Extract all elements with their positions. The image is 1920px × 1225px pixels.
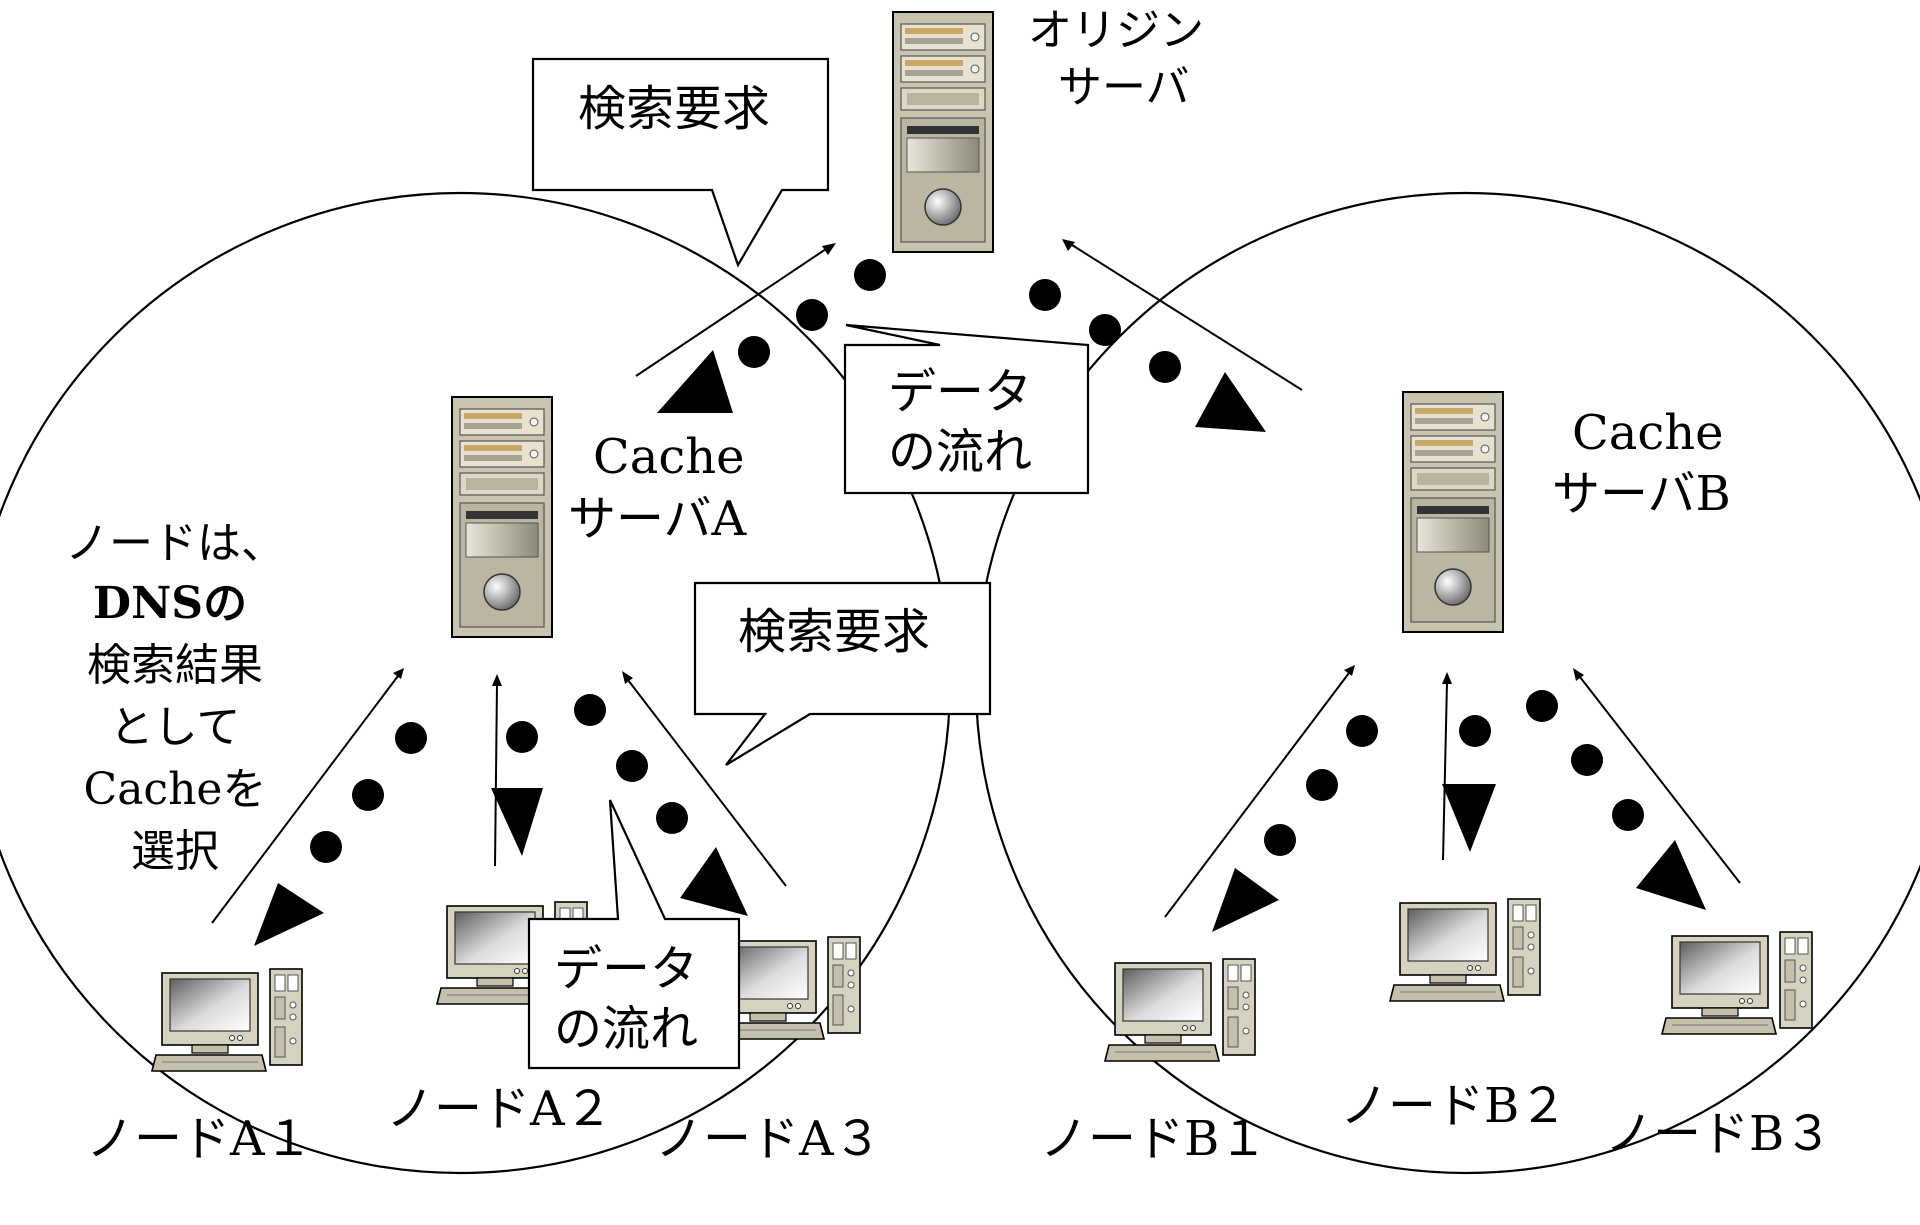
- node-b2-pc-icon: [1389, 898, 1541, 1002]
- origin-server-icon: [892, 11, 994, 253]
- origin-server-label-2: サーバ: [1058, 62, 1190, 113]
- svg-text:Cacheを: Cacheを: [84, 764, 267, 815]
- svg-text:ノードは、: ノードは、: [65, 518, 285, 569]
- callout-search-mid: [693, 581, 992, 766]
- callout-data-top: [843, 323, 1090, 495]
- node-b3-label: ノードB３: [1605, 1106, 1832, 1162]
- svg-text:検索結果: 検索結果: [87, 640, 263, 691]
- node-b1-pc-icon: [1104, 958, 1256, 1062]
- node-b3-pc-icon: [1661, 931, 1813, 1035]
- request-arrows: [211, 239, 1741, 924]
- node-a2-label: ノードA２: [386, 1081, 613, 1137]
- data-flow-dots: [254, 259, 1706, 946]
- callout-search-top-text: 検索要求: [578, 81, 770, 137]
- cache-b-label-2: サーバB: [1552, 466, 1731, 522]
- node-a3-label: ノードA３: [655, 1111, 882, 1167]
- svg-text:として: として: [110, 702, 241, 753]
- node-b1-label: ノードB１: [1040, 1111, 1267, 1167]
- callout-data-bottom-text-2: の流れ: [554, 1001, 698, 1057]
- cache-server-b-icon: [1402, 391, 1504, 633]
- callout-data-top-text-1: データ: [888, 364, 1032, 420]
- callout-data-bottom: [527, 799, 741, 1070]
- origin-server-label-1: オリジン: [1028, 5, 1204, 56]
- dns-note: ノードは、 DNSの 検索結果 として Cacheを 選択: [65, 518, 285, 877]
- cache-a-label-1: Cache: [593, 429, 745, 485]
- callout-data-bottom-text-1: データ: [554, 941, 698, 997]
- callout-search-top: [531, 57, 830, 268]
- svg-text:選択: 選択: [131, 826, 219, 877]
- cache-b-label-1: Cache: [1572, 405, 1724, 461]
- callout-search-mid-text: 検索要求: [738, 604, 930, 660]
- callout-data-top-text-2: の流れ: [888, 424, 1032, 480]
- svg-text:DNSの: DNSの: [93, 578, 247, 629]
- node-b2-label: ノードB２: [1340, 1078, 1567, 1134]
- cache-a-label-2: サーバA: [568, 491, 748, 547]
- node-a1-pc-icon: [151, 968, 303, 1072]
- node-a1-label: ノードA１: [86, 1111, 313, 1167]
- cache-server-a-icon: [451, 396, 553, 638]
